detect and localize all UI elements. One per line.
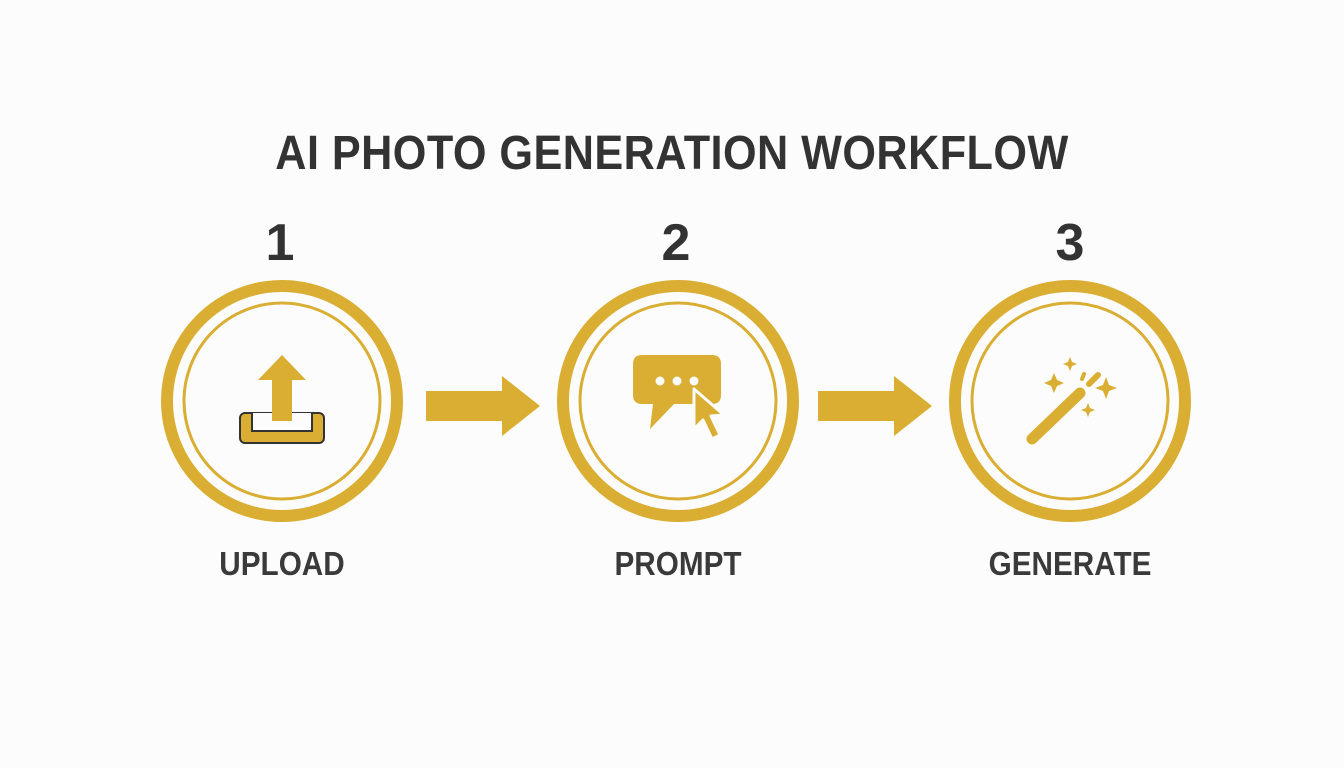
step-2-label: PROMPT bbox=[614, 545, 742, 582]
step-2-circle bbox=[557, 280, 799, 522]
step-2-number: 2 bbox=[661, 214, 691, 272]
diagram-title: AI PHOTO GENERATION WORKFLOW bbox=[275, 127, 1069, 180]
step-3-number: 3 bbox=[1055, 214, 1085, 272]
upload-icon bbox=[239, 355, 325, 444]
step-3-label: GENERATE bbox=[988, 545, 1152, 582]
step-3-circle bbox=[949, 280, 1191, 522]
arrow-right-icon bbox=[426, 376, 540, 436]
arrow-right-icon bbox=[818, 376, 932, 436]
magic-wand-icon bbox=[1026, 357, 1117, 445]
step-1-circle bbox=[161, 280, 403, 522]
chat-bubble-cursor-icon bbox=[633, 355, 726, 441]
step-1-label: UPLOAD bbox=[219, 545, 345, 582]
step-1-number: 1 bbox=[265, 214, 295, 272]
